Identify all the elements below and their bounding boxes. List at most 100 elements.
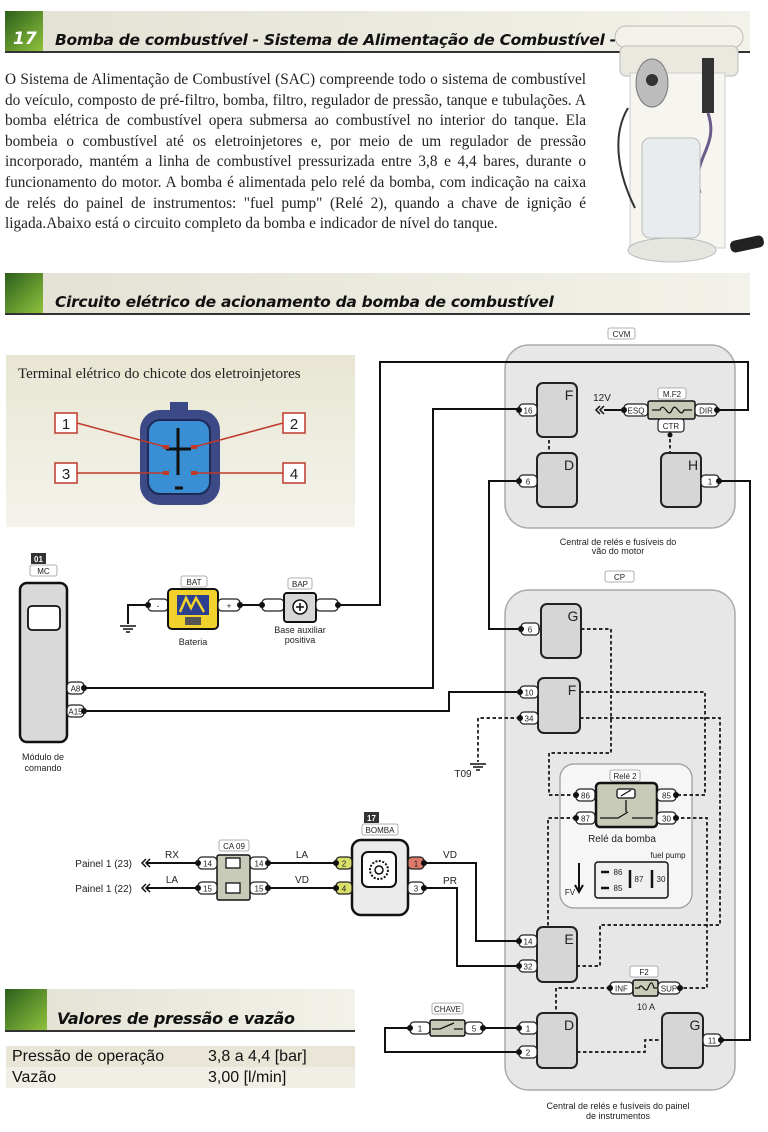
pin-connector: 14	[249, 856, 271, 870]
cp-block-g	[540, 603, 582, 659]
pin-connector: 1	[407, 856, 427, 870]
pin-dot	[81, 708, 87, 714]
injector-terminal-inset: Terminal elétrico do chicote dos eletroi…	[6, 355, 355, 527]
tag-box	[361, 823, 399, 836]
pin-label: 11	[708, 1037, 717, 1046]
pin-dot	[265, 885, 271, 891]
f2-tag: F2	[629, 965, 659, 978]
pin-dot	[714, 407, 720, 413]
callout-box	[282, 412, 306, 434]
circuit-section-header: Circuito elétrico de acionamento da bomb…	[5, 273, 750, 315]
dashed-wire	[675, 817, 708, 989]
dashed-wire	[477, 717, 520, 762]
ca09-tag: CA 09	[218, 839, 250, 852]
tag-box	[657, 387, 687, 400]
pin-connector: 85	[656, 788, 679, 802]
values-section-header: Valores de pressão e vazão	[5, 989, 355, 1032]
12v-label: 12V	[593, 393, 611, 404]
row-label: Pressão de operação	[12, 1048, 165, 1065]
pin-connector: 6	[516, 474, 538, 488]
number-tag-text: 17	[367, 814, 376, 823]
pin-connector: A15	[66, 704, 87, 718]
pin-connector: 1	[516, 1021, 538, 1035]
tag-box	[431, 1002, 464, 1015]
pin-dot	[516, 938, 522, 944]
ctr-label: CTR	[663, 422, 680, 431]
cp-block-f-letter: F	[568, 682, 577, 698]
cp-block-f	[537, 677, 581, 734]
tag-box	[607, 327, 636, 340]
tag-text: CVM	[613, 330, 631, 339]
wire-label-vd: VD	[443, 850, 457, 861]
page-title: Bomba de combustível - Sistema de Alimen…	[55, 31, 654, 49]
fuse-symbol	[652, 406, 692, 414]
callout-line	[76, 422, 167, 448]
fuse-symbol	[635, 982, 657, 991]
pin-connector: SUP	[657, 981, 683, 995]
pin-label: INF	[615, 985, 628, 994]
pin-dot	[516, 1025, 522, 1031]
chave-tag: CHAVE	[431, 1002, 464, 1015]
pin-connector	[315, 598, 341, 612]
pin-label: 3	[414, 885, 419, 894]
pin-dot	[673, 815, 679, 821]
pin-dot	[195, 860, 201, 866]
ctr-terminal	[657, 418, 685, 433]
pin-connector: 15	[195, 881, 218, 895]
cvm-tag: CVM	[607, 327, 636, 340]
pin-dot	[81, 685, 87, 691]
tag-text: M.F2	[663, 390, 682, 399]
pin-dot	[516, 407, 522, 413]
battery-ground-icon	[120, 625, 136, 633]
pin-dot	[607, 985, 613, 991]
pin-label: -	[157, 602, 160, 611]
pin-dot	[333, 860, 339, 866]
pin-label: 14	[524, 938, 533, 947]
pin-label: 1	[526, 1025, 531, 1034]
pin-label: 15	[255, 885, 264, 894]
cp-block-d-letter: D	[564, 1017, 574, 1033]
arrow-connector-icon	[594, 405, 605, 415]
pin-dot	[516, 1049, 522, 1055]
pin-connector: 4	[333, 881, 353, 895]
pin-dot	[516, 478, 522, 484]
pin-connector: INF	[607, 981, 634, 995]
pin-label: 2	[342, 860, 347, 869]
mf2-tag: M.F2	[657, 387, 687, 400]
tag-text: BAP	[292, 580, 308, 589]
callout-number-4: 4	[290, 466, 298, 483]
ground-lines	[120, 625, 136, 633]
pin-label: 14	[255, 860, 264, 869]
pin-connector: 2	[333, 856, 353, 870]
fuse-rating: 10 A	[637, 1002, 655, 1012]
values-title: Valores de pressão e vazão	[57, 1009, 295, 1028]
wire	[338, 361, 749, 606]
bomba-tag: BOMBA	[361, 823, 399, 836]
callout-box	[54, 412, 78, 434]
pin-connector: 1	[407, 1021, 431, 1035]
dashed-wire	[537, 717, 721, 967]
pin-label: A8	[71, 685, 81, 694]
pin-label: 2	[526, 1049, 531, 1058]
cp-block-g-lower-letter: G	[690, 1017, 701, 1033]
cp-block-e-letter: E	[564, 931, 573, 947]
pinout-86: 86	[614, 868, 623, 877]
pin-connector: 11	[702, 1033, 724, 1047]
wire	[422, 862, 519, 942]
pin-label: 6	[528, 626, 533, 635]
pin-connector: 32	[516, 959, 538, 973]
arrow-connector-icon	[140, 883, 151, 893]
tag-box	[287, 577, 313, 590]
tag-box	[218, 839, 250, 852]
number-tag	[31, 553, 46, 564]
wire	[384, 1027, 519, 1053]
row-label: Vazão	[12, 1069, 57, 1086]
pin-connector: 3	[407, 881, 427, 895]
pin-connector: 86	[573, 788, 596, 802]
plus-icon	[296, 603, 304, 611]
pin-body	[261, 598, 285, 612]
cvm-block-f-letter: F	[565, 387, 574, 403]
pinout-87: 87	[635, 875, 644, 884]
